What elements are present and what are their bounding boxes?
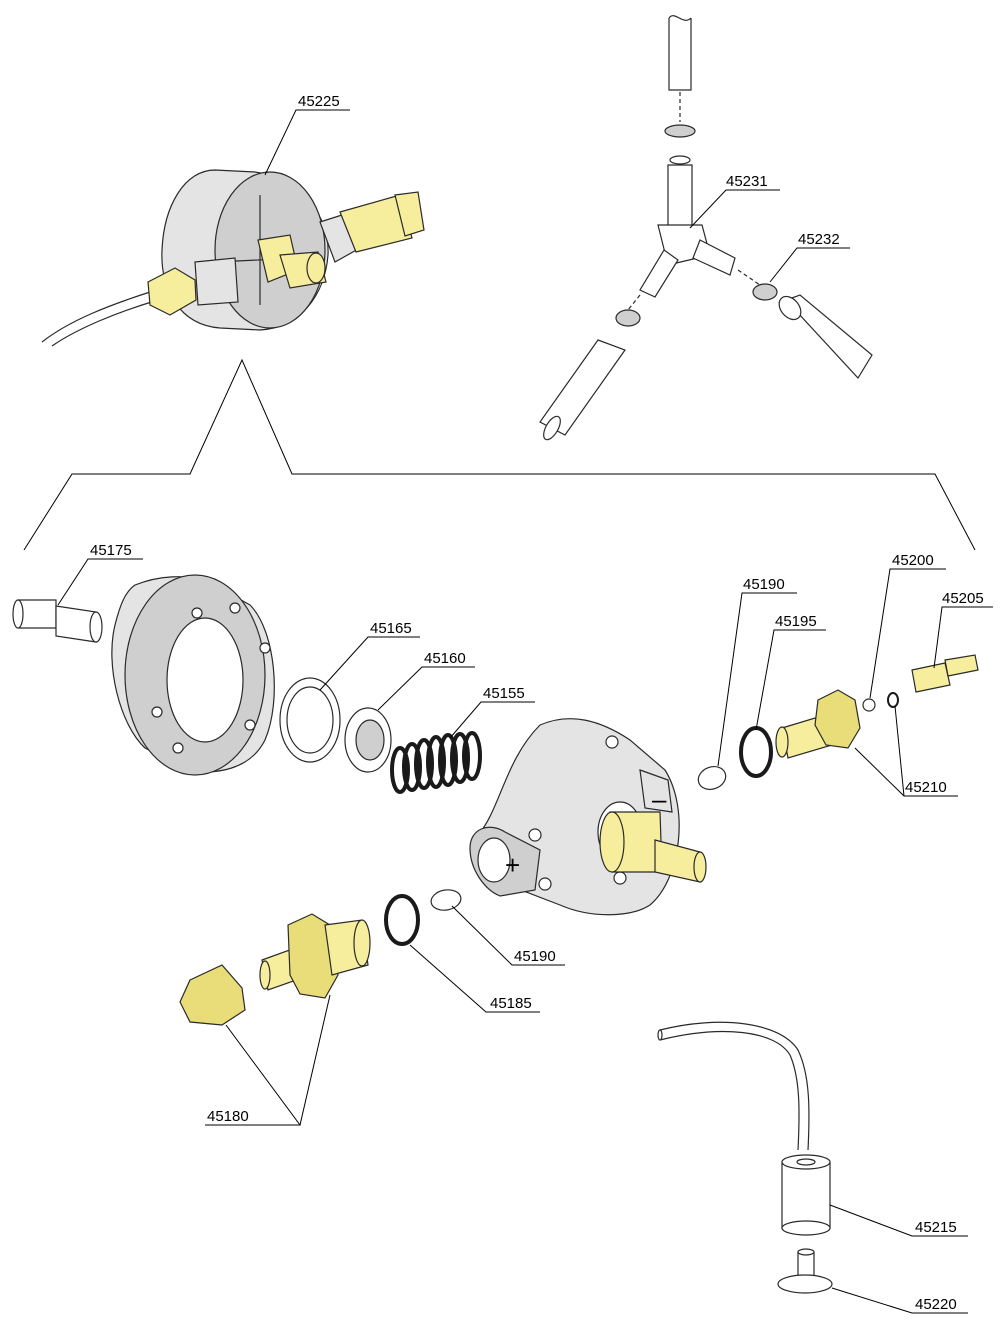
o-ring-small-part: [887, 692, 899, 708]
label-45225: 45225: [298, 93, 340, 110]
label-45232: 45232: [798, 231, 840, 248]
label-45190-bottom: 45190: [514, 948, 556, 965]
exploded-view-bracket: [23, 358, 976, 551]
tee-fitting-assembly: [539, 15, 873, 441]
brass-fitting-right: [775, 689, 861, 759]
ball-part: [862, 698, 876, 712]
sleeve-top-part: [697, 766, 727, 790]
leader-lines: [57, 109, 993, 1314]
part-labels: 45225 45231 45232 45175 45165 45160 4515…: [90, 93, 984, 1313]
label-45220: 45220: [915, 1296, 957, 1313]
label-45210: 45210: [905, 779, 947, 796]
inlet-fitting-part: [179, 913, 371, 1026]
front-cover-part: [111, 574, 275, 776]
label-45231: 45231: [726, 173, 768, 190]
sleeve-bottom-part: [430, 889, 462, 911]
label-45205: 45205: [942, 590, 984, 607]
label-45185: 45185: [490, 995, 532, 1012]
label-45215: 45215: [915, 1219, 957, 1236]
plus-mark: +: [505, 850, 520, 880]
nipple-part: [12, 599, 103, 643]
sensor-assembly: [657, 1021, 833, 1294]
brass-nipple-part: [911, 654, 979, 693]
o-ring-right-part: [739, 726, 773, 778]
o-ring-left-part: [384, 894, 420, 946]
label-45155: 45155: [483, 685, 525, 702]
label-45175: 45175: [90, 542, 132, 559]
minus-mark: –: [652, 784, 667, 814]
regulator-assembly: [41, 169, 425, 347]
gasket-part: [279, 677, 341, 763]
label-45190-top: 45190: [743, 576, 785, 593]
label-45160: 45160: [424, 650, 466, 667]
label-45195: 45195: [775, 613, 817, 630]
label-45165: 45165: [370, 620, 412, 637]
label-45200: 45200: [892, 552, 934, 569]
label-45180: 45180: [207, 1108, 249, 1125]
diaphragm-part: [344, 707, 392, 773]
spring-part: [390, 731, 482, 794]
main-body-part: [469, 718, 707, 916]
